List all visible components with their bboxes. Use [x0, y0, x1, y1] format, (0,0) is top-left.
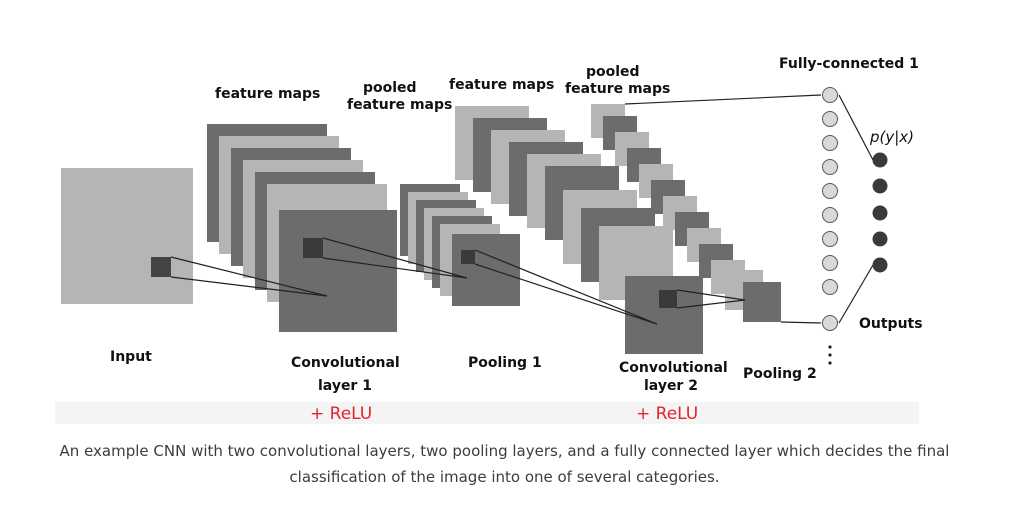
figure-caption: An example CNN with two convolutional la… [59, 442, 950, 486]
input-image [61, 168, 193, 304]
label-outputs: Outputs [859, 316, 923, 332]
label-pooling2: Pooling 2 [743, 366, 817, 382]
label-conv1-line1: Convolutional [291, 355, 400, 371]
label-probability: p(y|x) [870, 128, 915, 146]
relu-band [55, 402, 919, 424]
pool2-feature-maps [591, 104, 781, 322]
label-relu-2: + ReLU [636, 404, 699, 424]
output-nodes [872, 152, 888, 273]
label-pooled-1-line2: feature maps [347, 97, 453, 113]
label-feature-maps-1: feature maps [215, 86, 321, 102]
input-kernel [151, 257, 171, 277]
label-pooling1: Pooling 1 [468, 355, 542, 371]
pool1-feature-maps [400, 184, 520, 306]
cnn-diagram-panel: feature maps pooled feature maps feature… [55, 50, 923, 424]
fully-connected-nodes [822, 87, 838, 331]
label-feature-maps-2: feature maps [449, 77, 555, 93]
label-conv2-line2: layer 2 [644, 378, 698, 394]
fully-connected-dots [828, 345, 832, 365]
label-conv2-line1: Convolutional [619, 360, 728, 376]
label-conv1-line2: layer 1 [318, 378, 372, 394]
label-fully-connected: Fully-connected 1 [779, 56, 919, 72]
projection-lines [170, 94, 874, 325]
conv1-feature-maps [207, 124, 397, 332]
label-input: Input [110, 349, 152, 365]
label-pooled-1-line1: pooled [363, 80, 417, 96]
cnn-diagram [55, 87, 919, 424]
conv2-feature-maps [455, 106, 703, 354]
label-pooled-2-line1: pooled [586, 64, 640, 80]
label-relu-1: + ReLU [310, 404, 373, 424]
label-pooled-2-line2: feature maps [565, 81, 671, 97]
